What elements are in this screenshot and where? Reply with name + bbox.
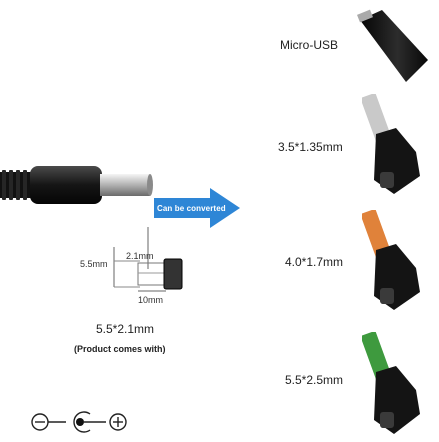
center-positive-icon xyxy=(73,411,91,433)
micro-usb-adapter xyxy=(357,9,428,82)
convert-arrow-label: Can be converted xyxy=(157,204,226,213)
adapter-4-0x1-7 xyxy=(362,210,420,310)
inner-diameter-label: 2.1mm xyxy=(126,251,154,261)
main-barrel-plug xyxy=(0,166,153,204)
adapter-label-4-0x1-7: 4.0*1.7mm xyxy=(285,255,344,269)
strain-relief-ribs xyxy=(2,170,27,200)
dimension-diagram xyxy=(113,227,183,292)
convert-arrow xyxy=(154,188,240,228)
adapter-label-3-5x1-35: 3.5*1.35mm xyxy=(278,140,343,154)
main-plug-size: 5.5*2.1mm xyxy=(96,322,155,336)
adapter-5-5x2-5 xyxy=(362,332,420,434)
plug-metal-tip xyxy=(100,174,150,196)
outer-diameter-label: 5.5mm xyxy=(80,259,108,269)
plug-body xyxy=(30,166,102,204)
adapter-3-5x1-35 xyxy=(362,94,420,194)
positive-icon xyxy=(109,413,127,431)
polarity-diagram xyxy=(31,411,127,433)
length-label: 10mm xyxy=(138,295,164,305)
adapter-label-micro-usb: Micro-USB xyxy=(280,38,339,52)
adapter-label-5-5x2-5: 5.5*2.5mm xyxy=(285,373,344,387)
main-plug-note: (Product comes with) xyxy=(74,344,166,354)
